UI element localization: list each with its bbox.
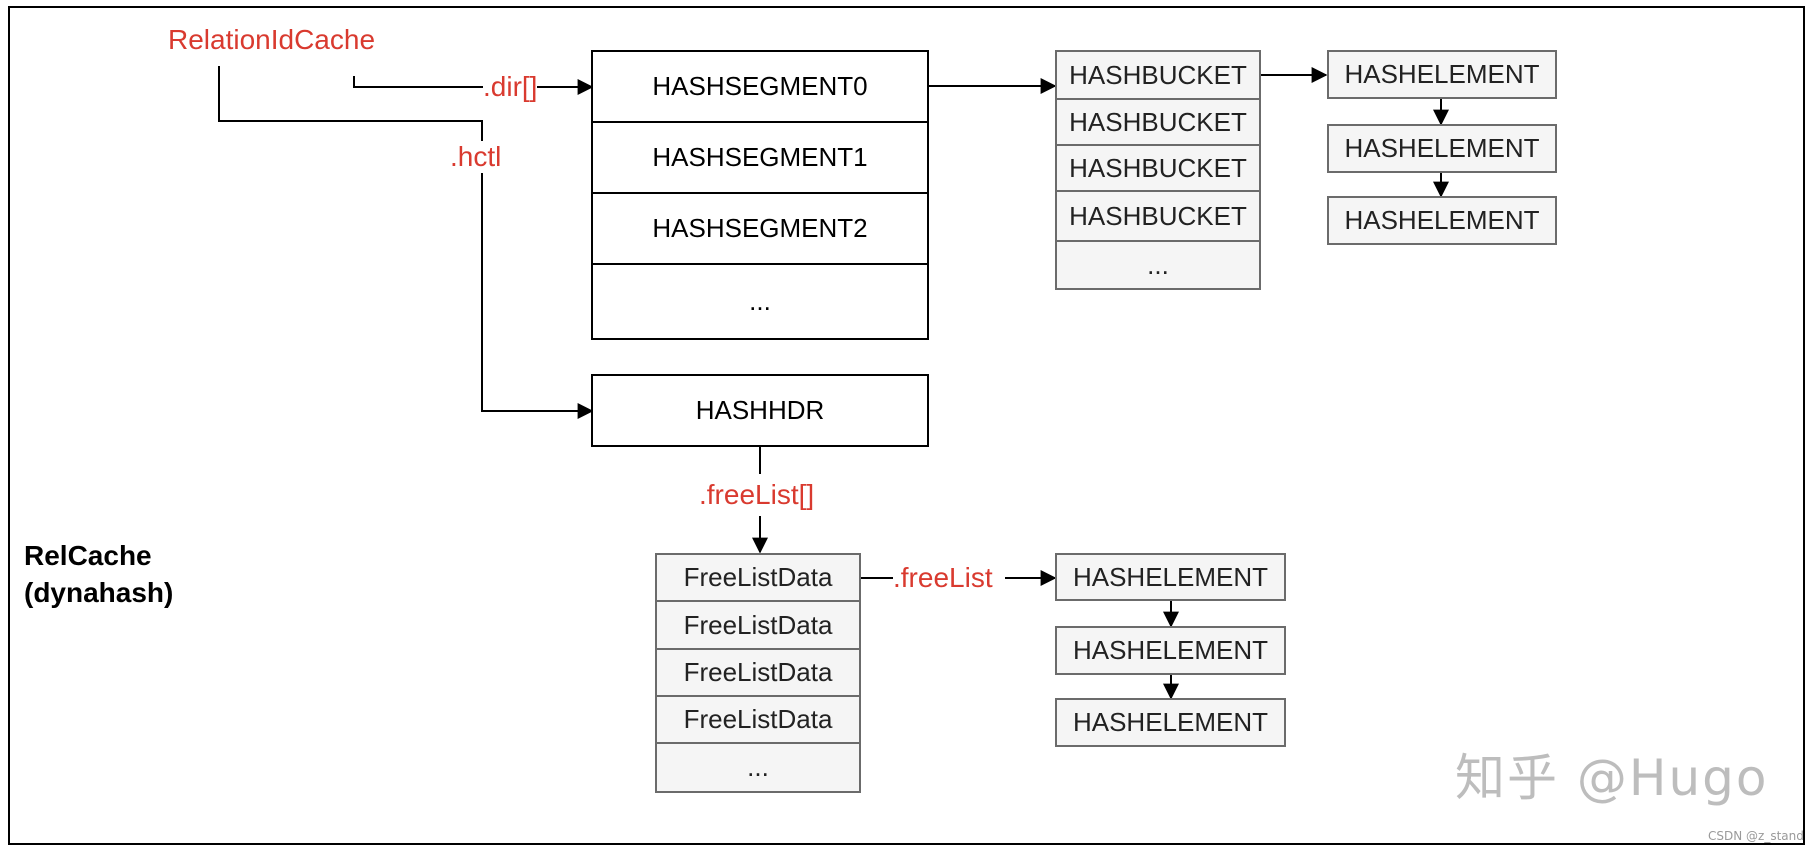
zhihu-watermark: 知乎 @Hugo [1455,749,1769,807]
title-line-1: RelCache [24,540,152,571]
hash-bucket-2: HASHBUCKET [1055,144,1261,192]
csdn-watermark: CSDN @z_stand [1708,829,1804,843]
dir-label: .dir[] [483,71,538,103]
bucket-hash-element-3: HASHELEMENT [1327,196,1557,245]
hash-bucket-1: HASHBUCKET [1055,98,1261,146]
hash-segment-2: HASHSEGMENT2 [591,192,929,265]
dir-connector [353,76,594,95]
diagram-title: RelCache (dynahash) [24,537,173,611]
hash-segment-0: HASHSEGMENT0 [591,50,929,123]
relation-id-cache-label: RelationIdCache [168,24,376,55]
hash-segment-1: HASHSEGMENT1 [591,121,929,194]
bucket-hash-element-2: HASHELEMENT [1327,124,1557,173]
freelist-data-ellipsis: ... [655,742,861,793]
hash-bucket-0: HASHBUCKET [1055,50,1261,100]
freelist-data-2: FreeListData [655,648,861,697]
hctl-label: .hctl [450,141,502,173]
freelist-array-label: .freeList[] [699,479,815,510]
bucket-hash-element-1: HASHELEMENT [1327,50,1557,99]
free-hash-element-2: HASHELEMENT [1055,626,1286,675]
hash-bucket-3: HASHBUCKET [1055,190,1261,242]
hctl-connector [218,66,594,419]
freelist-label: .freeList [893,562,993,593]
hashhdr-box: HASHHDR [591,374,929,447]
freelist-data-3: FreeListData [655,695,861,744]
title-line-2: (dynahash) [24,577,174,608]
free-hash-element-3: HASHELEMENT [1055,698,1286,747]
hash-bucket-ellipsis: ... [1055,240,1261,290]
hash-segment-ellipsis: ... [591,263,929,340]
free-hash-element-1: HASHELEMENT [1055,553,1286,601]
freelist-data-0: FreeListData [655,553,861,602]
freelist-data-1: FreeListData [655,600,861,650]
